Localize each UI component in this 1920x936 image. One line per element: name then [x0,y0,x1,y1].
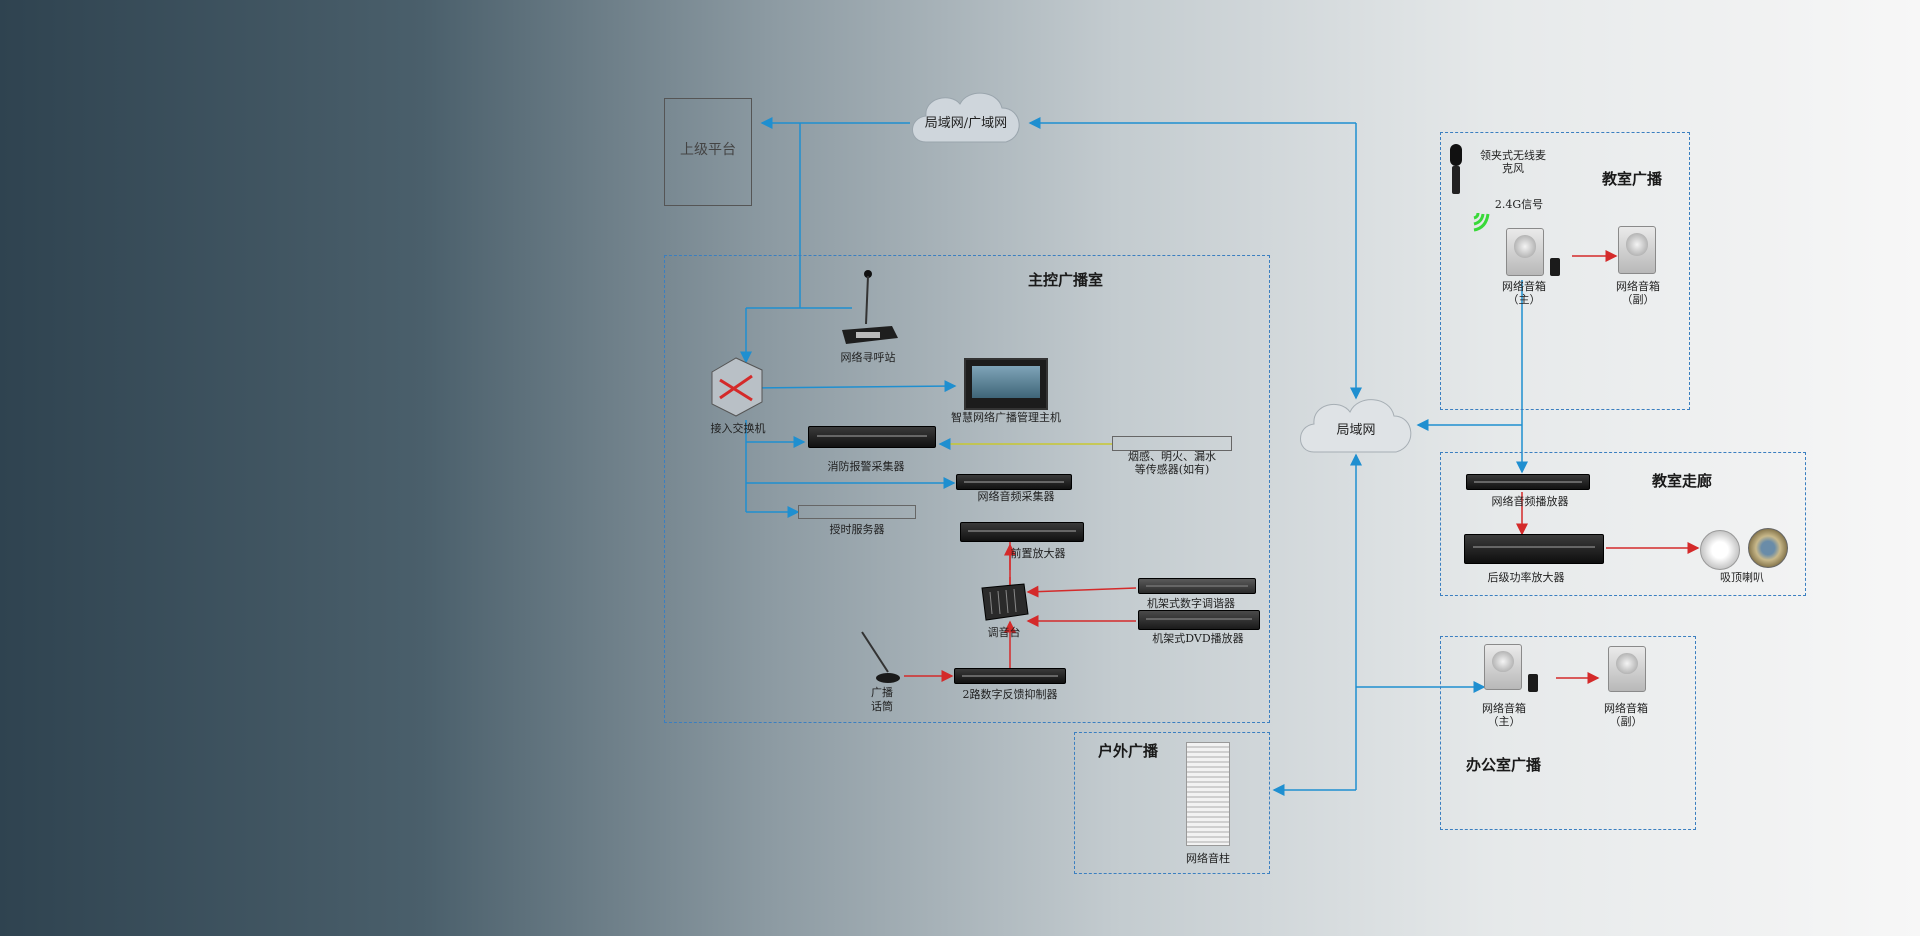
lapel-mic-icon [1450,144,1462,194]
broadcast-mic-icon [861,631,900,683]
classroom-speaker-sub-label: 网络音箱 [1616,280,1660,293]
link-switch-host [745,380,957,393]
zone-classroom-title: 教室广播 [1602,170,1663,188]
signal-24g-label: 2.4G信号 [1494,198,1544,211]
upper-platform-box [664,98,752,206]
access-switch-icon [711,357,763,417]
office-speaker-sub-sub: （副） [1609,715,1643,728]
zone-outdoor [1074,732,1270,874]
mgmt-host-icon [964,358,1048,410]
broadcast-mic-label-line2: 话筒 [871,700,893,713]
power-amp-label: 后级功率放大器 [1487,571,1565,584]
paging-station-label: 网络寻呼站 [840,351,896,364]
upper-platform-label: 上级平台 [680,142,736,158]
time-server-label: 授时服务器 [829,523,885,536]
zone-office [1440,636,1696,830]
wireless-signal-icon [1473,212,1490,232]
access-switch-label: 接入交换机 [710,422,766,435]
link-tuner-mixer [1026,585,1137,598]
mgmt-host-label: 智慧网络广播管理主机 [951,411,1061,424]
sensors-box [1112,436,1232,451]
tuner-icon [1138,578,1256,594]
zone-outdoor-title: 户外广播 [1098,742,1159,760]
fire-alarm-collector-icon [808,426,936,448]
lan-label: 局域网 [1336,423,1376,438]
zone-classroom [1440,132,1690,410]
dvd-player-label: 机架式DVD播放器 [1152,632,1244,645]
audio-collector-label: 网络音频采集器 [977,490,1055,503]
ceiling-speaker-icon [1700,530,1740,570]
power-amp-icon [1464,534,1604,564]
zone-master-room-title: 主控广播室 [1028,271,1104,289]
audio-collector-icon [956,474,1072,490]
classroom-remote-icon [1550,258,1560,276]
zone-corridor-title: 教室走廊 [1652,472,1713,490]
lapel-mic-label-line1: 领夹式无线麦 [1480,149,1546,162]
preamp-label: 前置放大器 [1010,547,1066,560]
office-speaker-sub-icon [1608,646,1646,692]
feedback-suppressor-icon [954,668,1066,684]
classroom-speaker-main-icon [1506,228,1544,276]
paging-station-icon [842,270,898,344]
time-server-box [798,505,916,519]
office-speaker-sub-label: 网络音箱 [1604,702,1648,715]
zone-master-room [664,255,1270,723]
corridor-player-label: 网络音频播放器 [1491,495,1569,508]
corridor-player-icon [1466,474,1590,490]
feedback-suppressor-label: 2路数字反馈抑制器 [962,688,1058,701]
lan-cloud [1300,399,1412,453]
mixer-icon [981,583,1029,621]
mixer-label: 调音台 [987,626,1021,639]
broadcast-mic-label-line1: 广播 [871,686,893,699]
classroom-speaker-sub-sub: （副） [1621,293,1655,306]
dvd-player-icon [1138,610,1260,630]
zone-office-title: 办公室广播 [1466,756,1542,774]
classroom-speaker-sub-icon [1618,226,1656,274]
office-speaker-main-label: 网络音箱 [1482,702,1526,715]
office-speaker-main-sub: （主） [1487,715,1521,728]
outdoor-column-icon [1186,742,1230,846]
outdoor-column-label: 网络音柱 [1186,852,1230,865]
ceiling-speaker-label: 吸顶喇叭 [1720,571,1764,584]
preamp-icon [960,522,1084,542]
classroom-speaker-main-sub: （主） [1507,293,1541,306]
lapel-mic-label-line2: 克风 [1502,162,1524,175]
classroom-speaker-main-label: 网络音箱 [1502,280,1546,293]
tuner-label: 机架式数字调谐器 [1147,597,1235,610]
zone-corridor [1440,452,1806,596]
sensors-label-line1: 烟感、明火、漏水 [1128,450,1216,463]
fire-alarm-collector-label: 消防报警采集器 [827,460,905,473]
office-remote-icon [1528,674,1538,692]
lan-wan-label: 局域网/广域网 [924,116,1008,131]
ceiling-speaker-alt-icon [1748,528,1788,568]
office-speaker-main-icon [1484,644,1522,690]
lan-wan-cloud [912,92,1020,143]
sensors-label-line2: 等传感器(如有) [1134,463,1210,476]
